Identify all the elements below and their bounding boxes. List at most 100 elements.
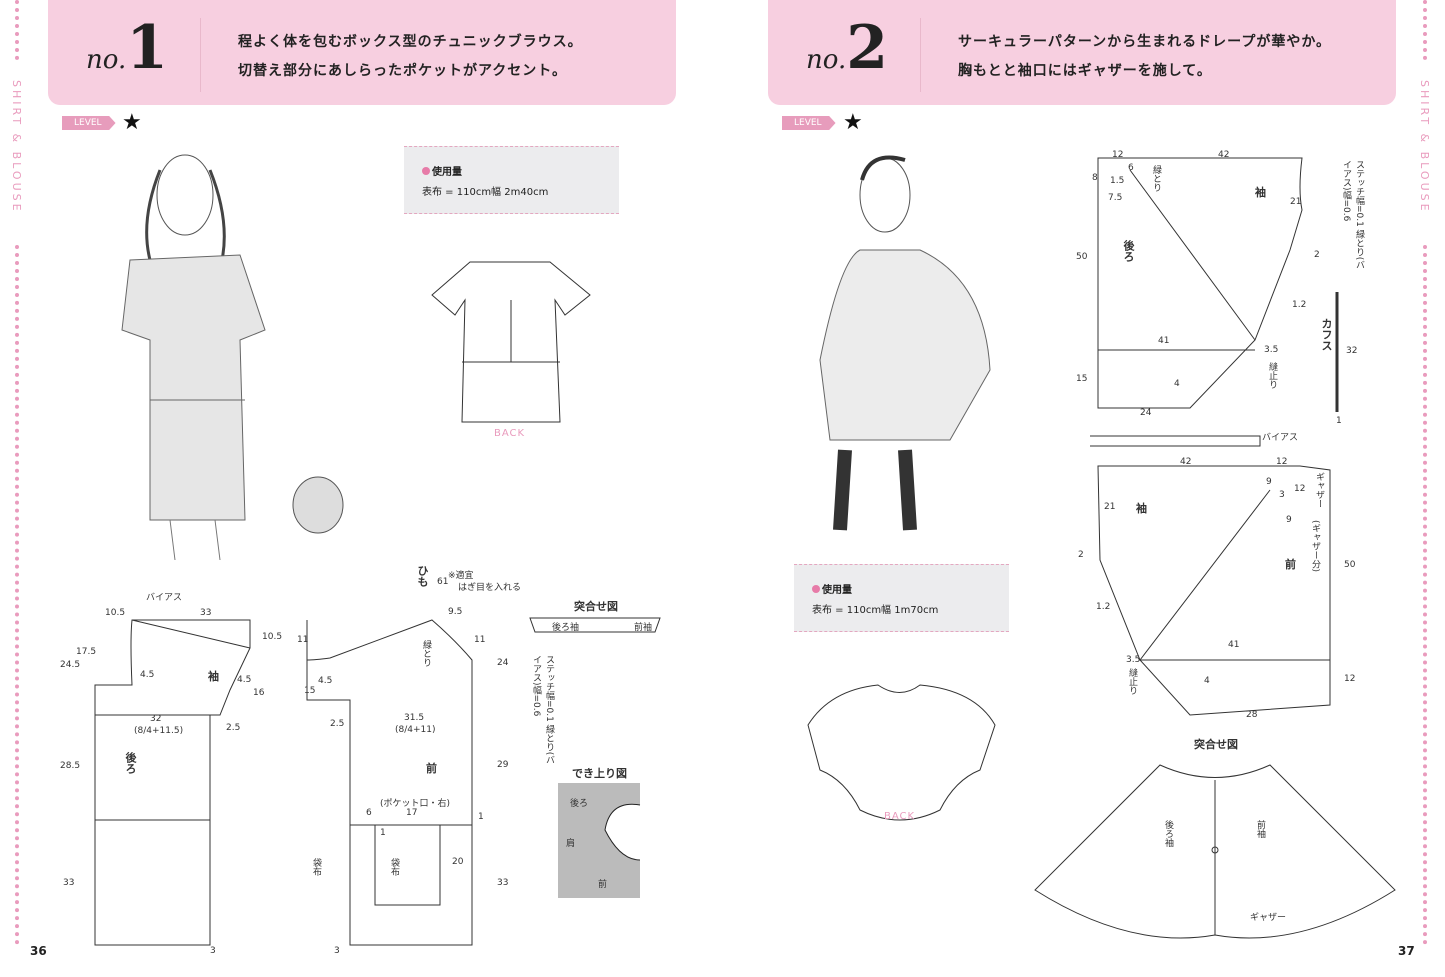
label-sleeve: 袖 <box>1136 502 1147 515</box>
label-front-sleeve: 前袖 <box>1255 820 1265 838</box>
measure: 29 <box>497 760 509 770</box>
back-label: BACK <box>494 428 526 439</box>
label-stitch: ステッチ幅=0.1 緑とり(バイアス)幅=0.6 <box>1341 160 1364 270</box>
measure: 1.2 <box>1096 602 1111 612</box>
measure: 41 <box>1158 336 1170 346</box>
pattern-2-front <box>1090 435 1331 716</box>
dotted-border <box>15 245 19 945</box>
back-label: BACK <box>884 811 916 822</box>
item-number: no.1 <box>86 13 168 83</box>
measure: 2 <box>1078 550 1084 560</box>
measure: 42 <box>1218 150 1230 160</box>
label-stop-point: 縫止り <box>1267 362 1277 389</box>
label-cuff: カフス <box>1320 318 1333 351</box>
item-2-header: no.2 サーキュラーパターンから生まれるドレープが華やか。胸もとと袖口にはギャ… <box>768 0 1396 105</box>
label-binding: 緑とり <box>1151 165 1161 192</box>
measure: 2.5 <box>330 719 345 729</box>
divider <box>200 18 201 92</box>
usage-title: 使用量 <box>422 163 462 178</box>
page-number-left: 36 <box>30 944 47 958</box>
fabric-usage-box: 使用量 表布 = 110cm幅 2m40cm <box>404 146 619 214</box>
label-pocket-opening: (ポケット口・右) <box>380 799 451 809</box>
side-strip-right: SHIRT & BLOUSE <box>1418 0 1432 977</box>
measure: 31.5 <box>404 713 425 723</box>
label-front-sleeve: 前袖 <box>634 623 653 633</box>
measure: 6 <box>366 808 372 818</box>
measure: 9.5 <box>448 607 463 617</box>
label-back: 後ろ <box>1122 240 1135 262</box>
measure: 41 <box>1228 640 1240 650</box>
level-badge: LEVEL <box>782 116 836 130</box>
measure: 12 <box>1112 150 1124 160</box>
measure: 17 <box>406 808 418 818</box>
item-description: 程よく体を包むボックス型のチュニックブラウス。切替え部分にあしらったポケットがア… <box>238 34 583 79</box>
measure: 50 <box>1344 560 1356 570</box>
fabric-usage-box: 使用量 表布 = 110cm幅 1m70cm <box>794 564 1009 632</box>
label-shoulder: 肩 <box>566 839 576 849</box>
measure: 12 <box>1276 457 1288 467</box>
measure: 10.5 <box>105 608 126 618</box>
label-assembly: 突合せ図 <box>574 600 618 613</box>
measure: 12 <box>1294 484 1306 494</box>
dotted-border <box>1423 0 1427 60</box>
label-sleeve: 袖 <box>1255 186 1266 199</box>
model-illustration-1 <box>121 154 344 561</box>
label-back-sleeve: 後ろ袖 <box>1163 820 1173 847</box>
side-strip-left: SHIRT & BLOUSE <box>10 0 24 977</box>
divider <box>920 18 921 92</box>
measure: 1.5 <box>1110 176 1125 186</box>
measure: 42 <box>1180 457 1192 467</box>
pattern-1-front <box>306 619 473 946</box>
measure: 10.5 <box>262 632 283 642</box>
measure: 15 <box>304 686 316 696</box>
measure: 28 <box>1246 710 1258 720</box>
measure: 12 <box>1344 674 1356 684</box>
measure: 1 <box>1336 416 1342 426</box>
measure: 32 <box>150 714 162 724</box>
label-pocket-bag: 袋布 <box>311 858 321 876</box>
measure: 17.5 <box>76 647 97 657</box>
measure: 1.2 <box>1292 300 1307 310</box>
measure: 33 <box>63 878 75 888</box>
measure: 21 <box>1104 502 1116 512</box>
measure: 9 <box>1266 477 1272 487</box>
measure: 3.5 <box>1126 655 1141 665</box>
label-gather-allowance: (ギャザー分) <box>1310 520 1320 573</box>
page-number-right: 37 <box>1398 944 1415 958</box>
level-badge: LEVEL <box>62 116 116 130</box>
measure: 24.5 <box>60 660 81 670</box>
measure: 4.5 <box>140 670 155 680</box>
label-pocket-bag: 袋布 <box>389 858 399 876</box>
measure: 21 <box>1290 197 1302 207</box>
label-bias: バイアス <box>1262 433 1299 443</box>
label-stitch: ステッチ幅=0.1 緑とり(バイアス)幅=0.6 <box>531 655 554 765</box>
measure: 9 <box>1286 515 1292 525</box>
label-note: ※適宜 <box>448 571 474 581</box>
usage-title: 使用量 <box>812 581 852 596</box>
measure: 61 <box>437 577 449 587</box>
label-back: 後ろ <box>570 799 589 809</box>
measure: 4 <box>1174 379 1180 389</box>
label-assembly: 突合せ図 <box>1194 738 1238 751</box>
label-gather: ギャザー <box>1250 913 1287 923</box>
label-stop-point: 縫止り <box>1127 668 1137 695</box>
label-binding: 緑とり <box>421 640 431 667</box>
label-note: はぎ目を入れる <box>458 583 522 593</box>
section-label: SHIRT & BLOUSE <box>1418 80 1431 214</box>
label-gather: ギャザー <box>1314 472 1324 508</box>
measure: 6 <box>1128 163 1134 173</box>
measure: 3 <box>334 946 340 956</box>
measure: 50 <box>1076 252 1088 262</box>
label-bias: バイアス <box>146 593 183 603</box>
measure: 3 <box>1279 490 1285 500</box>
label-front: 前 <box>426 762 437 775</box>
measure: 11 <box>297 635 309 645</box>
label-back: 後ろ <box>124 752 137 774</box>
label-back-sleeve: 後ろ袖 <box>552 623 580 633</box>
label-finished: でき上り図 <box>572 767 627 780</box>
pattern-1-back <box>94 619 251 946</box>
assembled-diagram-1 <box>529 617 661 898</box>
measure: 24 <box>1140 408 1152 418</box>
measure: 20 <box>452 857 464 867</box>
